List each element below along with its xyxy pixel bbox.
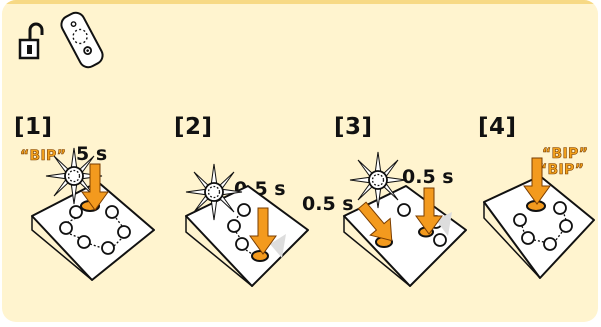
step-2-label: [2] [174,114,213,140]
panel-top-strip [2,0,598,4]
press-arrow-icon [415,187,443,235]
unlock-icon [18,22,44,60]
flash-icon [349,151,407,209]
step-1-label: [1] [14,114,53,140]
step-2-remote-illustration [185,185,309,287]
step-1-duration: 5 s [76,143,108,165]
instruction-panel: [1] [2] [3] [4] “BIP” 5 s 0.5 s [2,0,598,322]
step-3-label: [3] [334,114,373,140]
step-3-duration-right: 0.5 s [402,166,454,188]
step-4-label: [4] [478,114,517,140]
press-arrow-icon [249,207,277,255]
press-arrow-icon [357,201,393,242]
flash-icon [185,163,243,221]
press-arrow-icon [523,157,551,205]
flash-icon [45,147,103,205]
remote-control-icon [60,11,104,69]
step-3-duration-left: 0.5 s [302,193,354,215]
step-4-remote-illustration [483,175,595,279]
step-4-beep-text-2: “BIP” [538,162,585,179]
step-4-beep-text-1: “BIP” [542,146,589,163]
press-arrow-icon [81,163,109,211]
step-1-beep-text: “BIP” [20,148,67,165]
